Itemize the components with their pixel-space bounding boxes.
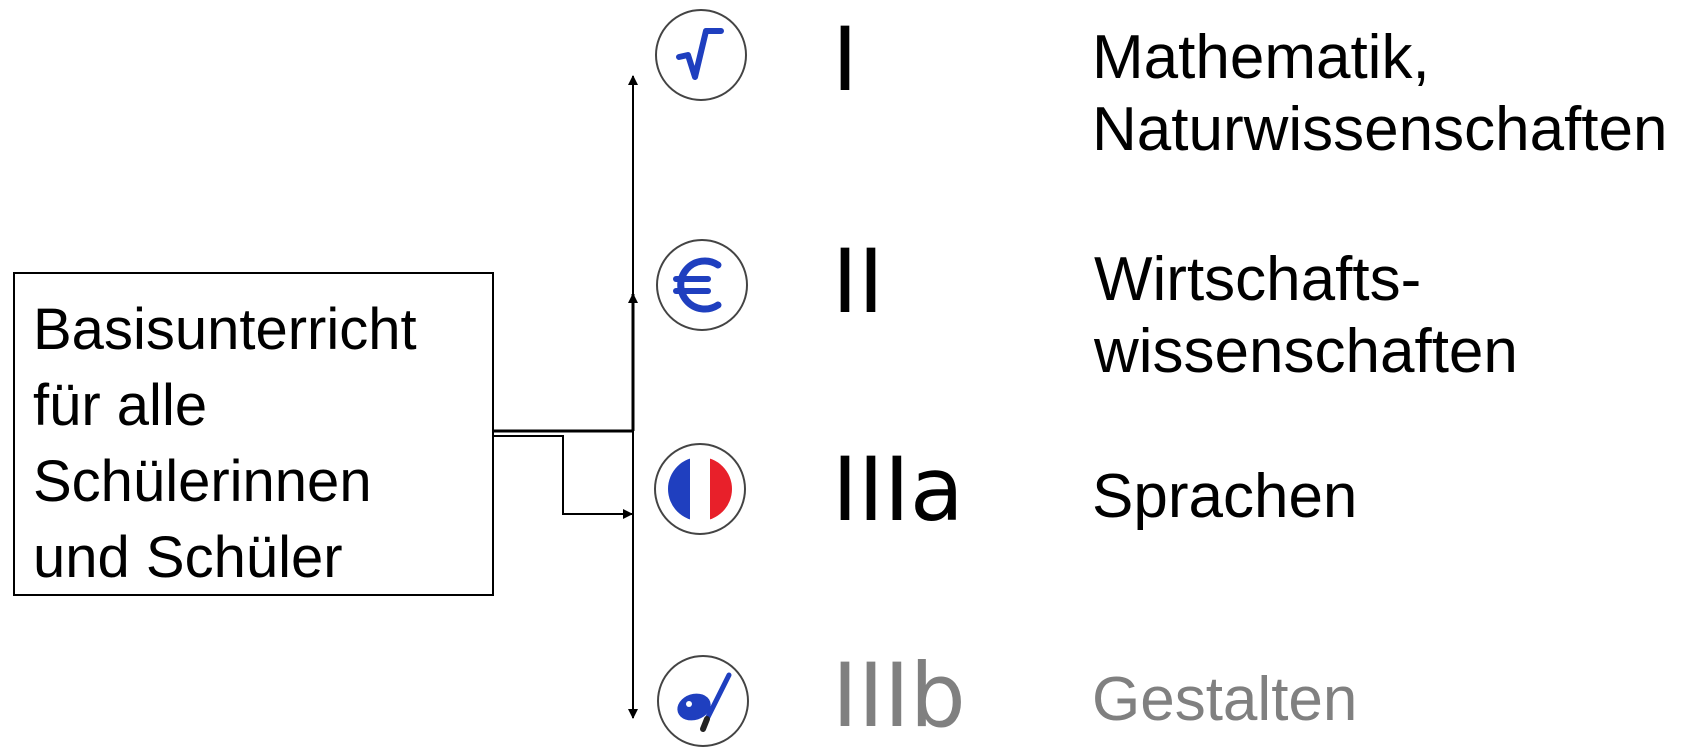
track-code-iiia: IIIa (832, 438, 964, 541)
track-label-iiia: Sprachen (1092, 461, 1357, 533)
track-label-line: Wirtschafts- (1094, 245, 1422, 314)
track-label-line: Sprachen (1092, 462, 1358, 531)
base-course-line: Schülerinnen (33, 449, 372, 514)
base-course-line: für alle (33, 373, 208, 438)
base-course-line: und Schüler (33, 525, 343, 590)
track-code-iiib: IIIb (832, 644, 966, 747)
base-course-box: Basisunterricht für alle Schülerinnen un… (13, 272, 494, 596)
track-label-line: Naturwissenschaften (1092, 95, 1668, 164)
track-label-line: Gestalten (1092, 665, 1358, 734)
arrow-to-track-iiia (494, 435, 633, 519)
euro-icon (656, 239, 748, 331)
french-flag-icon (654, 443, 746, 535)
track-label-line: wissenschaften (1094, 317, 1518, 386)
paint-palette-icon (657, 655, 749, 747)
track-label-ii: Wirtschafts- wissenschaften (1094, 244, 1518, 388)
base-course-line: Basisunterricht (33, 297, 417, 362)
track-label-i: Mathematik, Naturwissenschaften (1092, 22, 1668, 166)
track-code-i: I (832, 8, 858, 111)
track-label-line: Mathematik, (1092, 23, 1430, 92)
track-code-ii: II (832, 230, 884, 333)
track-label-iiib: Gestalten (1092, 664, 1357, 736)
square-root-icon (655, 9, 747, 101)
